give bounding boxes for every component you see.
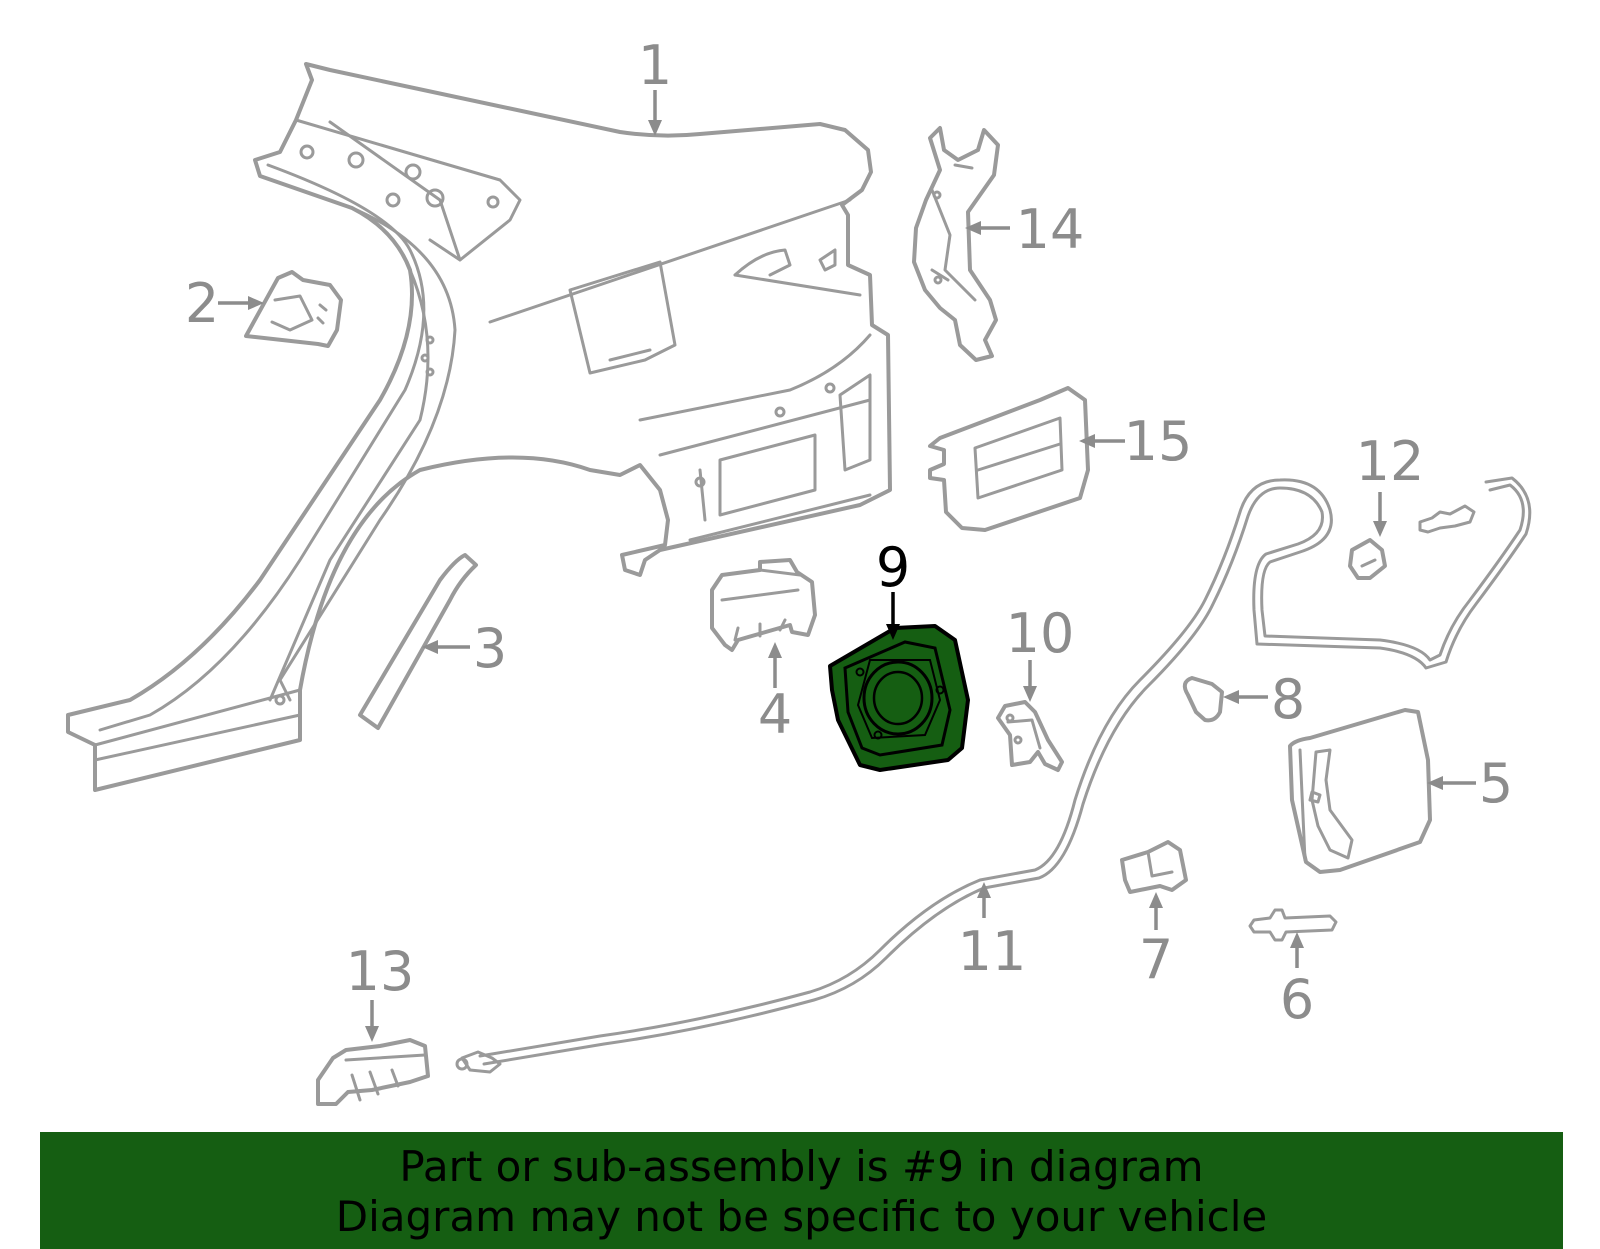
leader-8 <box>1223 690 1268 704</box>
callout-13[interactable]: 13 <box>346 940 415 1003</box>
callout-10[interactable]: 10 <box>1006 602 1075 665</box>
leader-2 <box>218 296 264 310</box>
leader-9 <box>886 592 900 640</box>
leader-11 <box>977 882 991 918</box>
callout-9[interactable]: 9 <box>876 536 910 599</box>
part-14-bracket[interactable] <box>912 126 1000 362</box>
leader-7 <box>1149 892 1163 930</box>
part-5-fuel-door[interactable] <box>1288 708 1432 874</box>
leader-3 <box>422 640 470 654</box>
leader-12 <box>1373 492 1387 537</box>
leader-5 <box>1427 776 1476 790</box>
leader-15 <box>1079 434 1125 448</box>
leader-14 <box>965 221 1010 235</box>
part-1-quarter-panel[interactable] <box>66 62 892 792</box>
banner-line-2: Diagram may not be specific to your vehi… <box>335 1192 1268 1241</box>
part-11-release-cable[interactable] <box>455 476 1532 1074</box>
leader-13 <box>365 1000 379 1042</box>
callout-7[interactable]: 7 <box>1139 928 1173 991</box>
callout-15[interactable]: 15 <box>1124 410 1193 473</box>
part-15-housing-frame[interactable] <box>928 386 1090 532</box>
part-9-fuel-filler-housing[interactable] <box>828 624 970 772</box>
part-3-moulding[interactable] <box>358 553 478 730</box>
banner-line-1: Part or sub-assembly is #9 in diagram <box>399 1142 1204 1191</box>
part-10-hinge[interactable] <box>996 700 1064 772</box>
callout-5[interactable]: 5 <box>1479 752 1513 815</box>
part-12-cable-end-clip[interactable] <box>1348 504 1476 580</box>
leader-1 <box>648 90 662 136</box>
callout-4[interactable]: 4 <box>758 683 792 746</box>
part-7-clip[interactable] <box>1120 840 1188 894</box>
part-2-bracket[interactable] <box>244 270 343 348</box>
callout-3[interactable]: 3 <box>473 617 507 680</box>
leader-6 <box>1290 932 1304 968</box>
part-13-lock-actuator[interactable] <box>316 1038 430 1106</box>
callout-11[interactable]: 11 <box>958 920 1027 983</box>
callout-1[interactable]: 1 <box>638 34 672 97</box>
part-8-grommet[interactable] <box>1182 676 1224 723</box>
callout-2[interactable]: 2 <box>185 272 219 335</box>
info-banner: Part or sub-assembly is #9 in diagram Di… <box>40 1132 1563 1249</box>
leader-10 <box>1023 660 1037 702</box>
callout-6[interactable]: 6 <box>1280 968 1314 1031</box>
callout-14[interactable]: 14 <box>1016 198 1085 261</box>
part-4-bracket[interactable] <box>710 558 817 652</box>
leader-4 <box>768 642 782 688</box>
part-6-bolt[interactable] <box>1248 908 1338 942</box>
callout-12[interactable]: 12 <box>1356 430 1425 493</box>
callout-8[interactable]: 8 <box>1271 668 1305 731</box>
